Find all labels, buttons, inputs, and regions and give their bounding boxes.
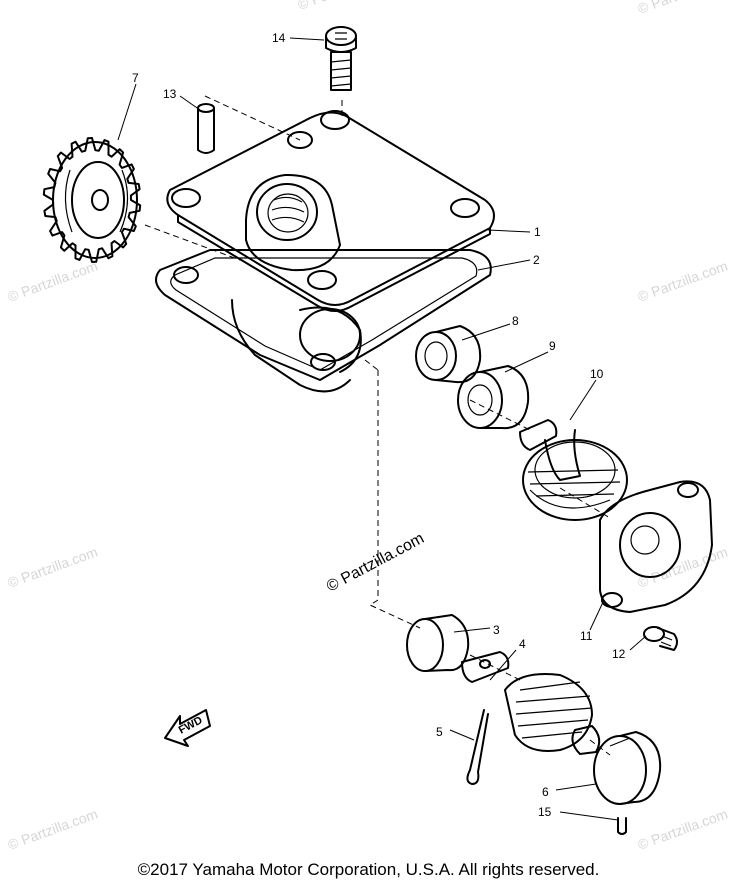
rotor bbox=[593, 731, 662, 805]
gasket-body bbox=[155, 249, 492, 393]
callout-8: 8 bbox=[512, 314, 519, 328]
watermark: © Partzilla.com bbox=[636, 544, 730, 591]
watermark: © Partzilla.com bbox=[6, 806, 100, 853]
worm-gear-shaft bbox=[519, 419, 628, 521]
bolt bbox=[325, 26, 357, 91]
fwd-arrow-icon: FWD bbox=[164, 709, 211, 747]
callout-9: 9 bbox=[549, 339, 556, 353]
callout-4: 4 bbox=[519, 637, 526, 651]
callout-6: 6 bbox=[542, 785, 549, 799]
collar bbox=[406, 614, 470, 672]
watermark: © Partzilla.com bbox=[6, 544, 100, 591]
callout-12: 12 bbox=[612, 647, 626, 661]
callout-1: 1 bbox=[534, 225, 541, 239]
dowel-pin bbox=[197, 103, 215, 154]
drive-gear bbox=[42, 137, 142, 263]
copyright-notice: ©2017 Yamaha Motor Corporation, U.S.A. A… bbox=[137, 860, 600, 879]
watermark: © Partzilla.com bbox=[636, 806, 730, 853]
pump-cover bbox=[166, 110, 495, 312]
watermark: © Partzilla.com bbox=[636, 0, 730, 17]
cotter-pin bbox=[466, 709, 489, 785]
callout-2: 2 bbox=[533, 253, 540, 267]
assembly-lines bbox=[144, 95, 611, 756]
small-pin bbox=[617, 817, 627, 835]
callout-15: 15 bbox=[538, 805, 552, 819]
driven-gear bbox=[461, 651, 601, 755]
callout-14: 14 bbox=[272, 31, 286, 45]
screw bbox=[643, 626, 678, 651]
callout-10: 10 bbox=[590, 367, 604, 381]
callouts: 1 2 3 4 5 6 7 8 9 10 11 12 13 14 15 bbox=[132, 31, 626, 819]
watermark: © Partzilla.com bbox=[636, 258, 730, 305]
callout-5: 5 bbox=[436, 725, 443, 739]
leader-lines bbox=[117, 37, 647, 821]
watermark: © Partzilla.com bbox=[296, 0, 390, 13]
callout-11: 11 bbox=[580, 629, 593, 643]
callout-7: 7 bbox=[132, 71, 139, 85]
watermark: © Partzilla.com bbox=[6, 258, 100, 305]
callout-13: 13 bbox=[163, 87, 177, 101]
center-watermark: © Partzilla.com bbox=[324, 530, 427, 596]
callout-3: 3 bbox=[493, 623, 500, 637]
bearing bbox=[457, 365, 530, 430]
housing-cover bbox=[599, 480, 713, 613]
